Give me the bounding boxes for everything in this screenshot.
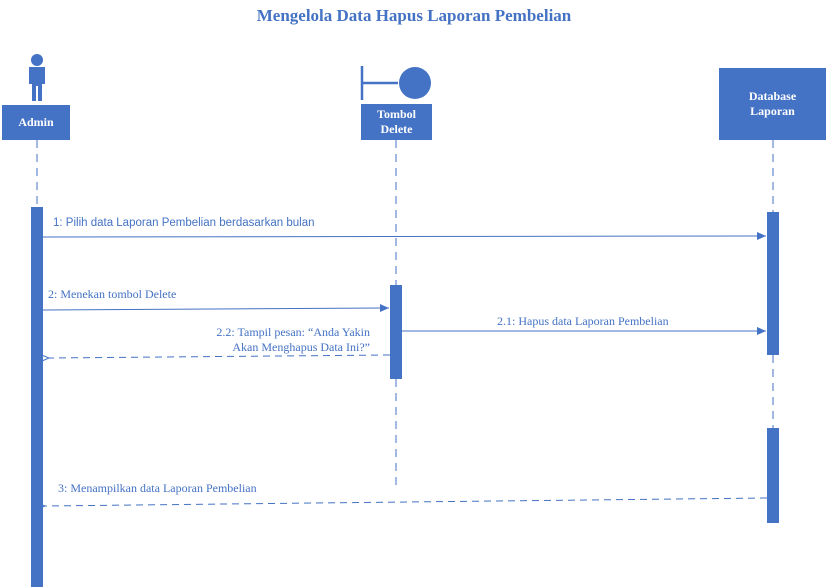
message-1-label: 1: Pilih data Laporan Pembelian berdasar… — [53, 217, 315, 229]
diagram-title: Mengelola Data Hapus Laporan Pembelian — [256, 6, 572, 25]
participant-tombol-label-2: Delete — [380, 122, 413, 136]
participant-admin-label: Admin — [18, 115, 54, 129]
participant-tombol-label-1: Tombol — [377, 107, 416, 121]
activation-database-1 — [767, 212, 779, 355]
participant-tombol-delete: Tombol Delete — [361, 104, 432, 140]
message-2-2-label-line1: 2.2: Tampil pesan: “Anda Yakin — [216, 325, 370, 339]
activation-database-2 — [767, 428, 779, 523]
participant-admin: Admin — [2, 105, 70, 140]
activation-admin — [31, 207, 43, 587]
participant-database-label-2: Laporan — [750, 104, 795, 118]
message-1-arrow — [42, 232, 767, 241]
message-2-1-label: 2.1: Hapus data Laporan Pembelian — [497, 314, 669, 328]
message-3-label: 3: Menampilkan data Laporan Pembelian — [58, 481, 257, 495]
activation-tombol — [390, 285, 402, 379]
boundary-icon — [360, 66, 431, 100]
message-3-arrow — [45, 497, 768, 506]
message-2-arrow — [42, 304, 390, 313]
participant-database-label-1: Database — [748, 89, 797, 103]
participant-database-laporan: Database Laporan — [719, 68, 826, 140]
message-2-label: 2: Menekan tombol Delete — [48, 287, 177, 301]
message-2-2-label-line2: Akan Menghapus Data Ini?” — [232, 340, 370, 354]
actor-icon — [29, 54, 45, 101]
message-2-2-label: 2.2: Tampil pesan: “Anda Yakin Akan Meng… — [150, 325, 370, 355]
message-2-2-arrow — [49, 355, 391, 358]
